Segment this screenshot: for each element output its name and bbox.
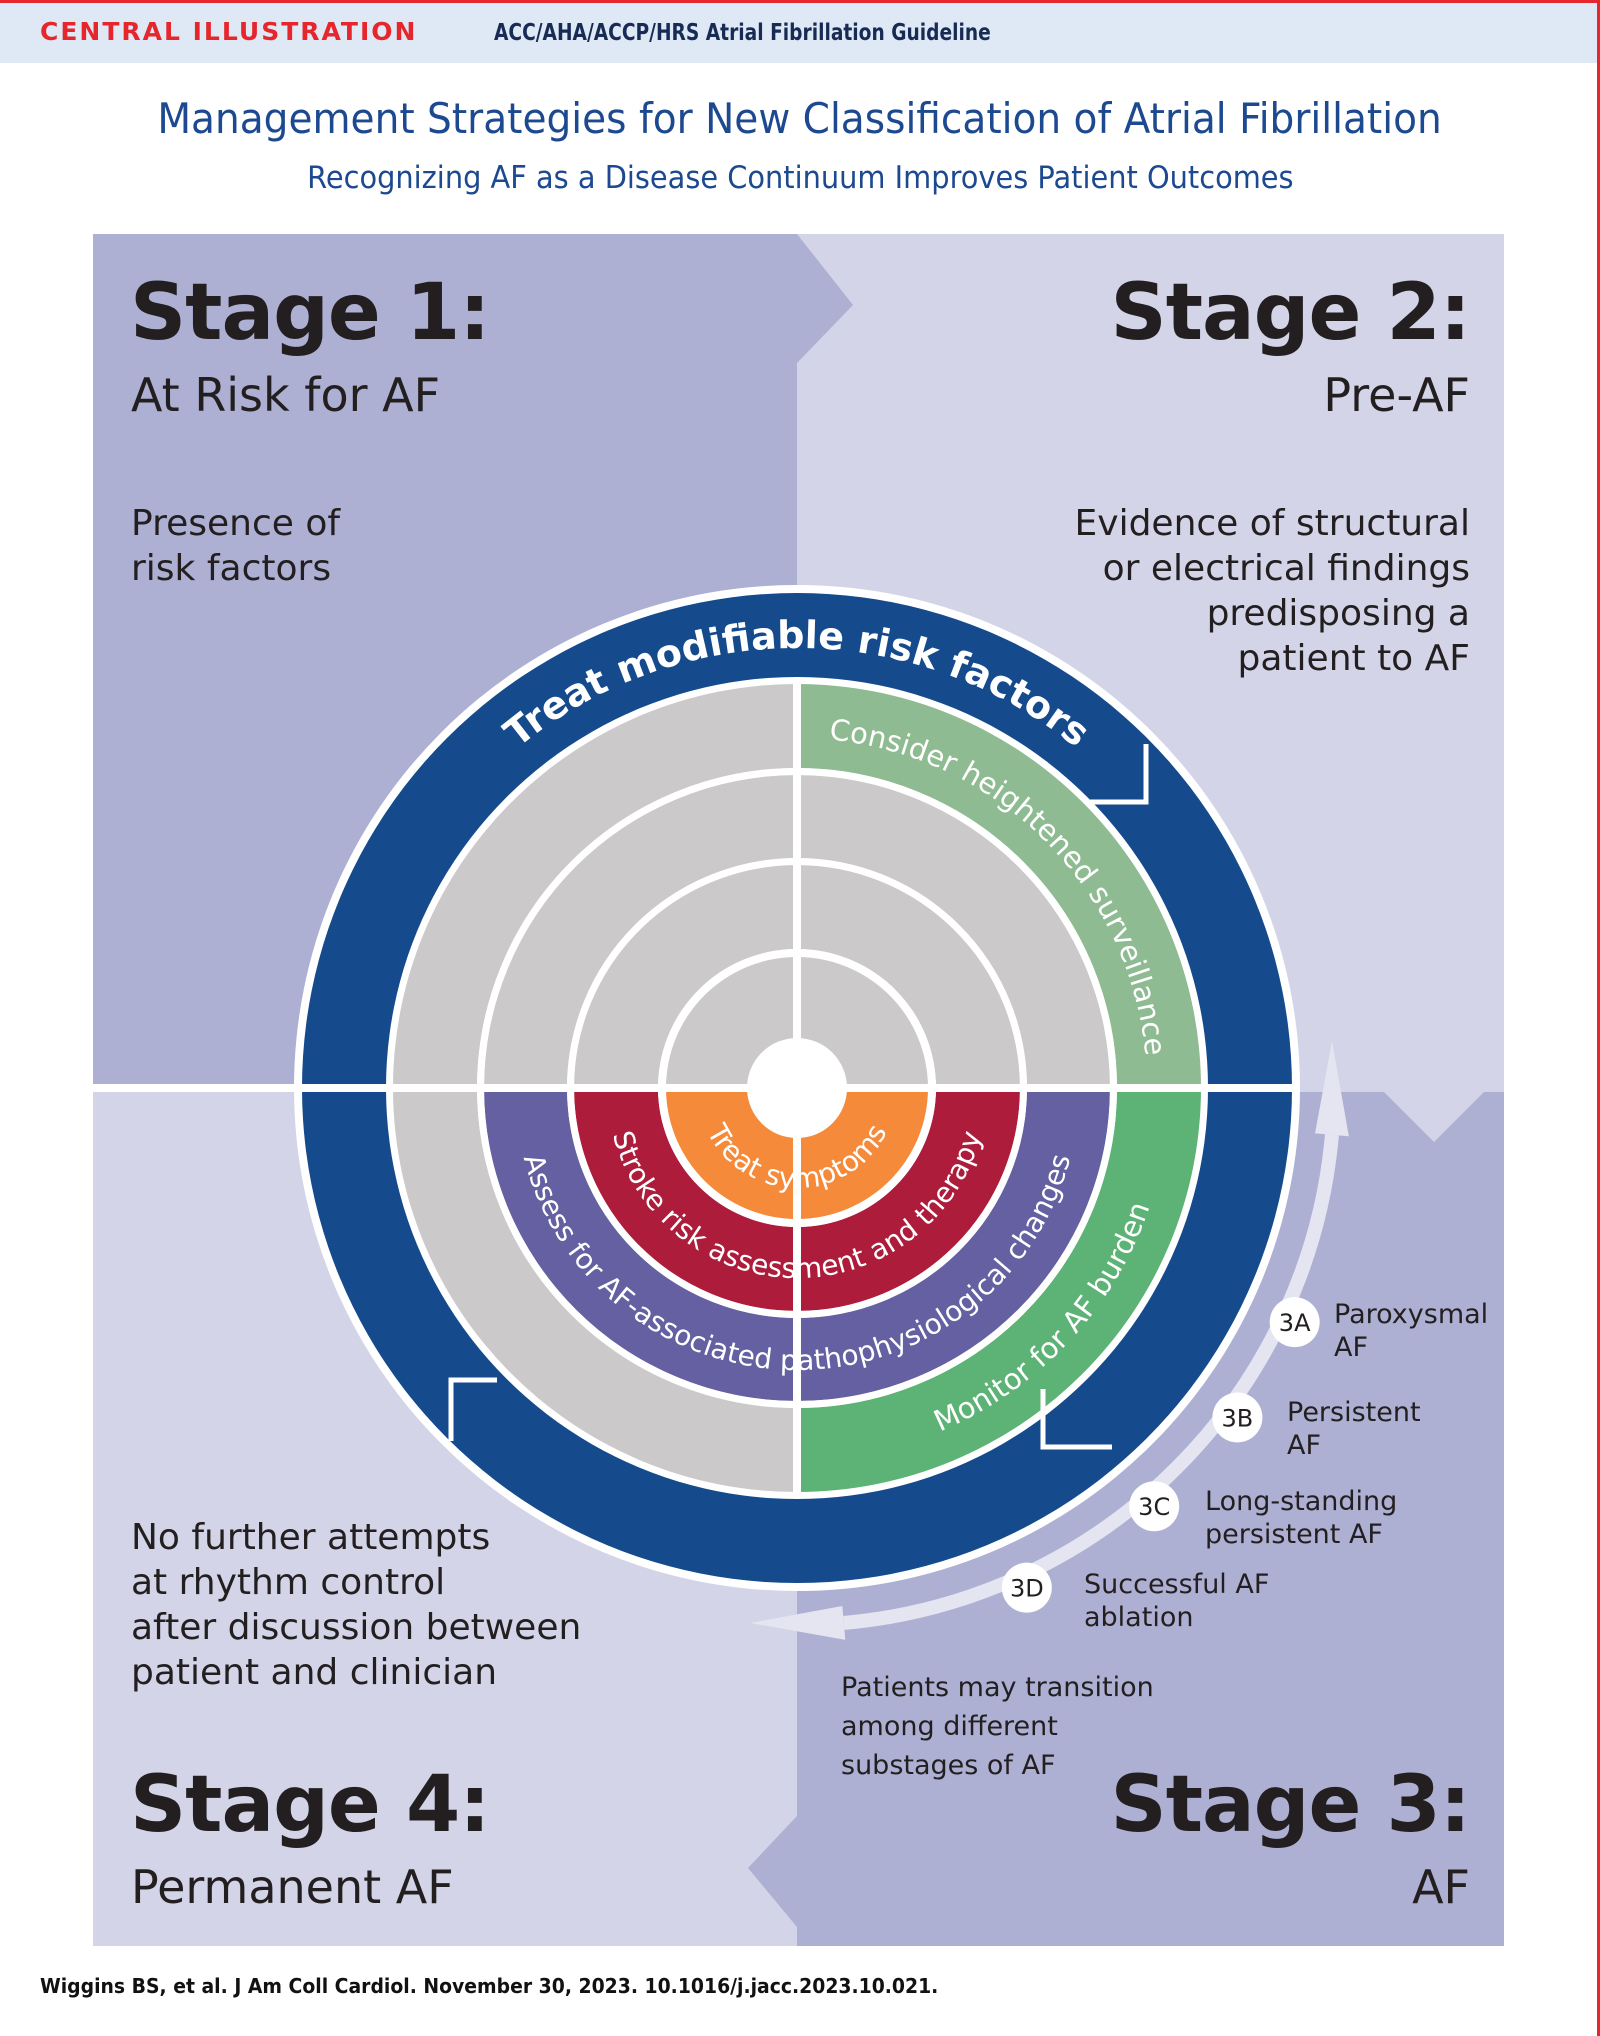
guideline-name: ACC/AHA/ACCP/HRS Atrial Fibrillation Gui…	[494, 20, 991, 46]
substage-arc	[843, 1134, 1339, 1630]
stage4-description: No further attempts at rhythm control af…	[131, 1515, 581, 1695]
substage-badge-3d-text: 3D	[1010, 1575, 1044, 1603]
substage-badge-3c: 3C	[1129, 1481, 1180, 1532]
stage4-description-line: after discussion between	[131, 1607, 582, 1648]
stage3-transition-note: Patients may transition among different …	[841, 1668, 1154, 1785]
ring-assess-changes	[484, 1088, 1110, 1401]
ring-stroke-risk	[574, 1088, 1020, 1311]
stage1-description: Presence of risk factors	[131, 501, 340, 591]
substage-3b-label-line: Persistent	[1287, 1397, 1421, 1428]
substage-3a-label-line: AF	[1334, 1332, 1369, 1363]
substage-3c-label-line: persistent AF	[1205, 1519, 1383, 1550]
page-title-text: Management Strategies for New Classifica…	[157, 94, 1443, 143]
substage-badge-3b-text: 3B	[1222, 1404, 1254, 1432]
ring-inactive-stage4	[393, 1088, 797, 1492]
badge-circle	[1129, 1481, 1180, 1532]
stage4-name: Permanent AF	[131, 1860, 454, 1914]
management-rings	[294, 585, 1300, 1591]
substage-3d-label-line: Successful AF	[1084, 1569, 1270, 1600]
substage-badge-3c-text: 3C	[1138, 1493, 1170, 1521]
blue-ring-notch-stage3	[1040, 1389, 1112, 1450]
ring-inactive-stage1	[393, 684, 797, 1088]
stage3-note-line: among different	[841, 1711, 1058, 1742]
substage-3a-label-line: Paroxysmal	[1334, 1299, 1489, 1330]
page-title: Management Strategies for New Classifica…	[0, 94, 1600, 143]
stage2-title: Stage 2:	[1110, 268, 1471, 358]
arrowhead-left	[750, 1606, 846, 1640]
substage-badge-3a-text: 3A	[1279, 1309, 1311, 1337]
page-subtitle: Recognizing AF as a Disease Continuum Im…	[0, 160, 1600, 196]
stage2-description-line: or electrical findings	[1102, 548, 1470, 589]
central-illustration-label: CENTRAL ILLUSTRATION	[40, 17, 418, 46]
stage3-to-stage4-arrow	[748, 1816, 797, 1927]
stage3-title: Stage 3:	[1110, 1760, 1471, 1850]
stage2-description: Evidence of structural or electrical fin…	[1075, 501, 1470, 681]
stage2-name: Pre-AF	[1323, 368, 1470, 422]
center-hole	[748, 1039, 846, 1137]
substage-3d-label-line: ablation	[1084, 1602, 1194, 1633]
stage2-description-line: patient to AF	[1237, 638, 1470, 679]
ring-monitor-burden	[797, 1088, 1201, 1492]
header-bar: CENTRAL ILLUSTRATION ACC/AHA/ACCP/HRS At…	[0, 3, 1597, 63]
stage1-title: Stage 1:	[130, 268, 490, 358]
ring-surveillance	[797, 684, 1201, 1088]
stage1-to-stage2-arrow	[797, 234, 853, 363]
stage2-to-stage3-arrow	[1384, 1092, 1484, 1142]
badge-circle	[1212, 1392, 1263, 1443]
stage4-description-line: patient and clinician	[131, 1652, 498, 1693]
citation: Wiggins BS, et al. J Am Coll Cardiol. No…	[40, 1974, 996, 1998]
substage-3c-label-line: Long-standing	[1205, 1486, 1398, 1517]
substage-3b-label: Persistent AF	[1287, 1396, 1421, 1462]
right-border	[1597, 0, 1600, 2036]
substage-3d-label: Successful AF ablation	[1084, 1568, 1269, 1634]
substage-badge-3b: 3B	[1212, 1392, 1263, 1443]
ring-assess-changes-inactive	[484, 775, 1110, 1088]
stage4-description-line: at rhythm control	[131, 1562, 446, 1603]
blue-ring-notch-stage4	[448, 1377, 497, 1441]
ring-vertical-divider-top	[793, 681, 801, 1088]
substage-badge-3d: 3D	[1001, 1562, 1052, 1613]
substage-transition-arrow	[750, 1041, 1349, 1640]
substage-3b-label-line: AF	[1287, 1430, 1322, 1461]
stage1-description-line: risk factors	[131, 548, 332, 589]
substage-3a-label: Paroxysmal AF	[1334, 1298, 1488, 1364]
stage4-description-line: No further attempts	[131, 1517, 491, 1558]
stage1-name: At Risk for AF	[131, 368, 441, 422]
stage1-description-line: Presence of	[131, 503, 341, 544]
substage-badges: 3A 3B 3C 3D	[1001, 1297, 1320, 1613]
stage3-note-line: Patients may transition	[841, 1672, 1154, 1703]
ring-vertical-divider-bottom	[793, 1088, 801, 1495]
stage4-title: Stage 4:	[130, 1760, 490, 1850]
stage2-description-line: predisposing a	[1206, 593, 1470, 634]
badge-circle	[1269, 1297, 1320, 1348]
blue-ring-notch-stage2	[1090, 744, 1149, 805]
ring-stroke-risk-inactive	[574, 865, 1020, 1088]
badge-circle	[1001, 1562, 1052, 1613]
substage-3c-label: Long-standing persistent AF	[1205, 1485, 1397, 1551]
citation-text: Wiggins BS, et al. J Am Coll Cardiol. No…	[40, 1974, 939, 1998]
substage-badge-3a: 3A	[1269, 1297, 1320, 1348]
stage2-description-line: Evidence of structural	[1074, 503, 1470, 544]
top-border	[0, 0, 1600, 3]
page-subtitle-text: Recognizing AF as a Disease Continuum Im…	[306, 160, 1294, 196]
stage3-name: AF	[1412, 1860, 1470, 1914]
stage3-note-line: substages of AF	[841, 1750, 1056, 1781]
arrowhead-up	[1315, 1041, 1349, 1137]
